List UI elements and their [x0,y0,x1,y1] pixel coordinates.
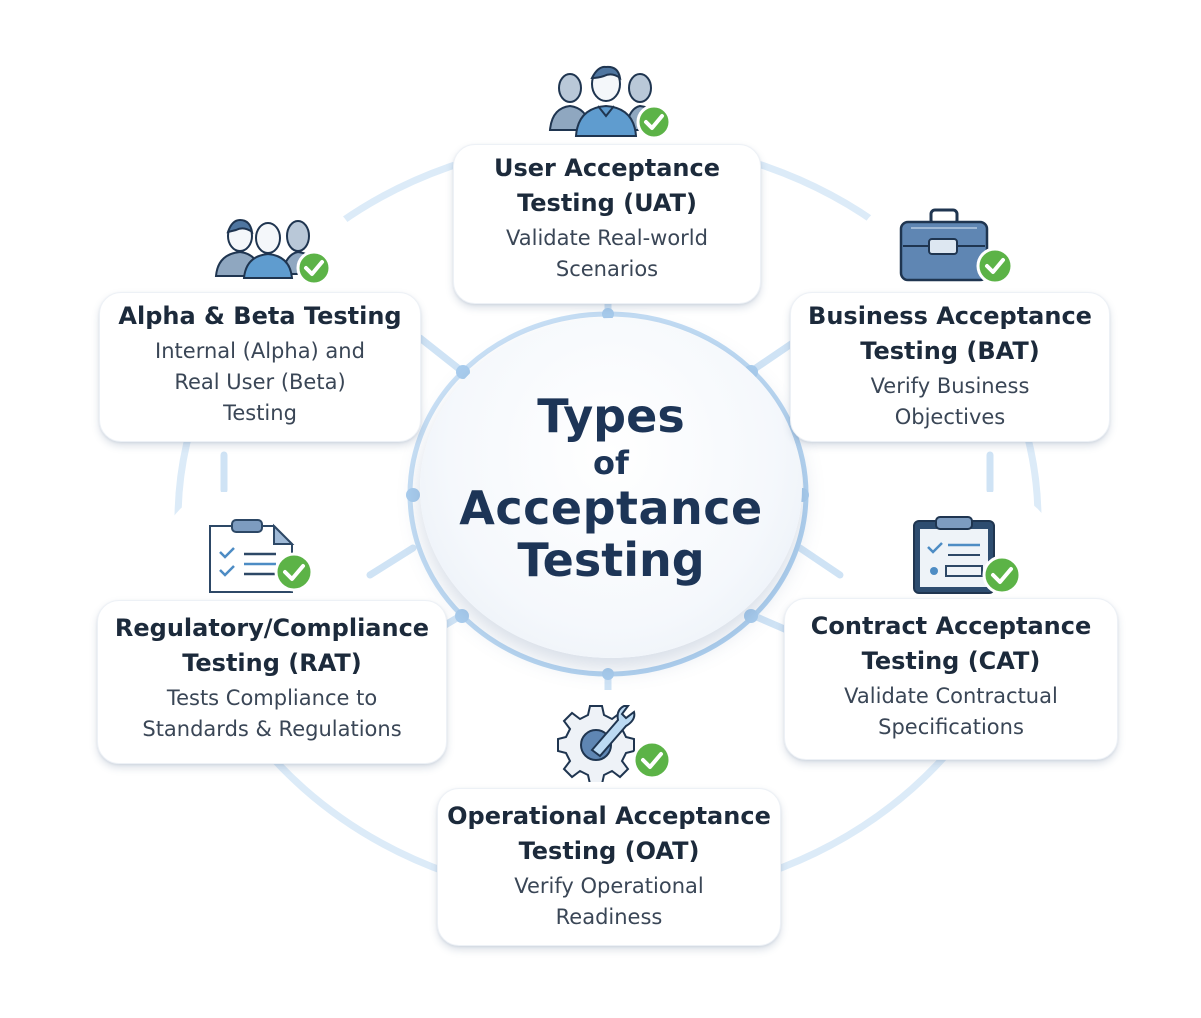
center-hub: Types of Acceptance Testing [420,318,802,658]
node-description: Verify Operational [514,874,704,898]
checklist-document-check-icon [209,519,314,593]
node-card-cat[interactable]: Contract Acceptance Testing (CAT) Valida… [784,598,1118,760]
node-title: Testing (BAT) [860,337,1040,365]
node-description: Validate Contractual [844,684,1058,708]
node-title: User Acceptance [494,154,720,182]
node-description: Specifications [878,715,1024,739]
node-title: Alpha & Beta Testing [118,302,402,330]
ring-dot [455,609,469,623]
node-description: Scenarios [555,257,659,281]
hub-title-line-1: Types [537,389,685,443]
ring-dot [602,668,614,680]
ring-dot [602,308,614,320]
node-description: Tests Compliance to [166,686,378,710]
briefcase-check-icon [899,208,1014,285]
clipboard-check-icon [913,516,1022,595]
node-title: Testing (OAT) [518,837,700,865]
node-title: Contract Acceptance [810,612,1092,640]
node-description: Verify Business [870,374,1030,398]
ring-dot [406,488,420,502]
node-card-oat[interactable]: Operational Acceptance Testing (OAT) Ver… [437,788,781,946]
hub-title-line-4: Testing [517,533,705,587]
team-check-icon [214,218,332,286]
node-card-uat[interactable]: User Acceptance Testing (UAT) Validate R… [453,144,761,304]
node-description: Testing [223,401,297,425]
hub-title-line-2: of [593,444,629,482]
node-title: Testing (CAT) [861,647,1041,675]
spoke-abt [416,334,467,376]
node-description: Readiness [555,905,663,929]
node-title: Business Acceptance [808,302,1092,330]
gear-wrench-check-icon [557,705,672,782]
node-description: Real User (Beta) [174,370,346,394]
users-check-icon [548,65,672,140]
node-description: Validate Real-world [506,226,708,250]
node-card-bat[interactable]: Business Acceptance Testing (BAT) Verify… [790,292,1110,442]
node-title: Testing (RAT) [182,649,362,677]
hub-title-line-3: Acceptance [459,481,763,535]
node-title: Testing (UAT) [517,189,697,217]
spoke-cat-mid [796,544,844,579]
node-title: Operational Acceptance [447,802,771,830]
node-card-abt[interactable]: Alpha & Beta Testing Internal (Alpha) an… [99,292,421,442]
spoke-rat-mid [366,544,417,579]
node-description: Internal (Alpha) and [155,339,365,363]
node-card-rat[interactable]: Regulatory/Compliance Testing (RAT) Test… [97,600,447,764]
ring-dot [744,609,758,623]
node-title: Regulatory/Compliance [114,614,430,642]
node-description: Standards & Regulations [142,717,402,741]
node-description: Objectives [894,405,1006,429]
